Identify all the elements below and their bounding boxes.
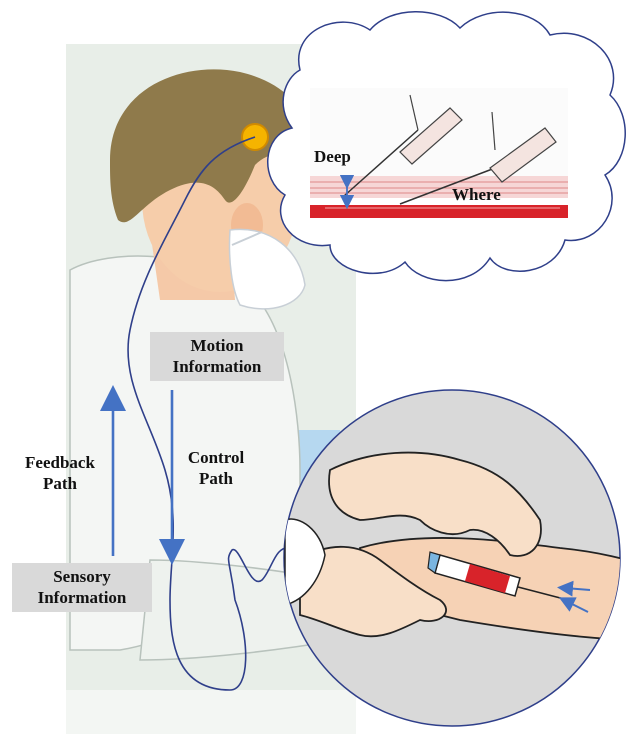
control-label-line1: Control [166,447,266,468]
feedback-path-label: Feedback Path [10,452,110,495]
tissue-layer [310,198,568,206]
deep-label: Deep [314,146,351,167]
skin-layer [310,176,568,198]
control-label-line2: Path [166,468,266,489]
vein-layer [310,205,568,218]
control-path-label: Control Path [166,447,266,490]
background-floor [66,690,356,734]
sensory-label-line1: Sensory [18,566,146,587]
sensory-label-line2: Information [18,587,146,608]
sensory-information-label: Sensory Information [12,563,152,612]
motion-information-label: Motion Information [150,332,284,381]
where-label: Where [452,184,501,205]
motion-label-line2: Information [156,356,278,377]
feedback-label-line1: Feedback [10,452,110,473]
feedback-label-line2: Path [10,473,110,494]
motion-label-line1: Motion [156,335,278,356]
